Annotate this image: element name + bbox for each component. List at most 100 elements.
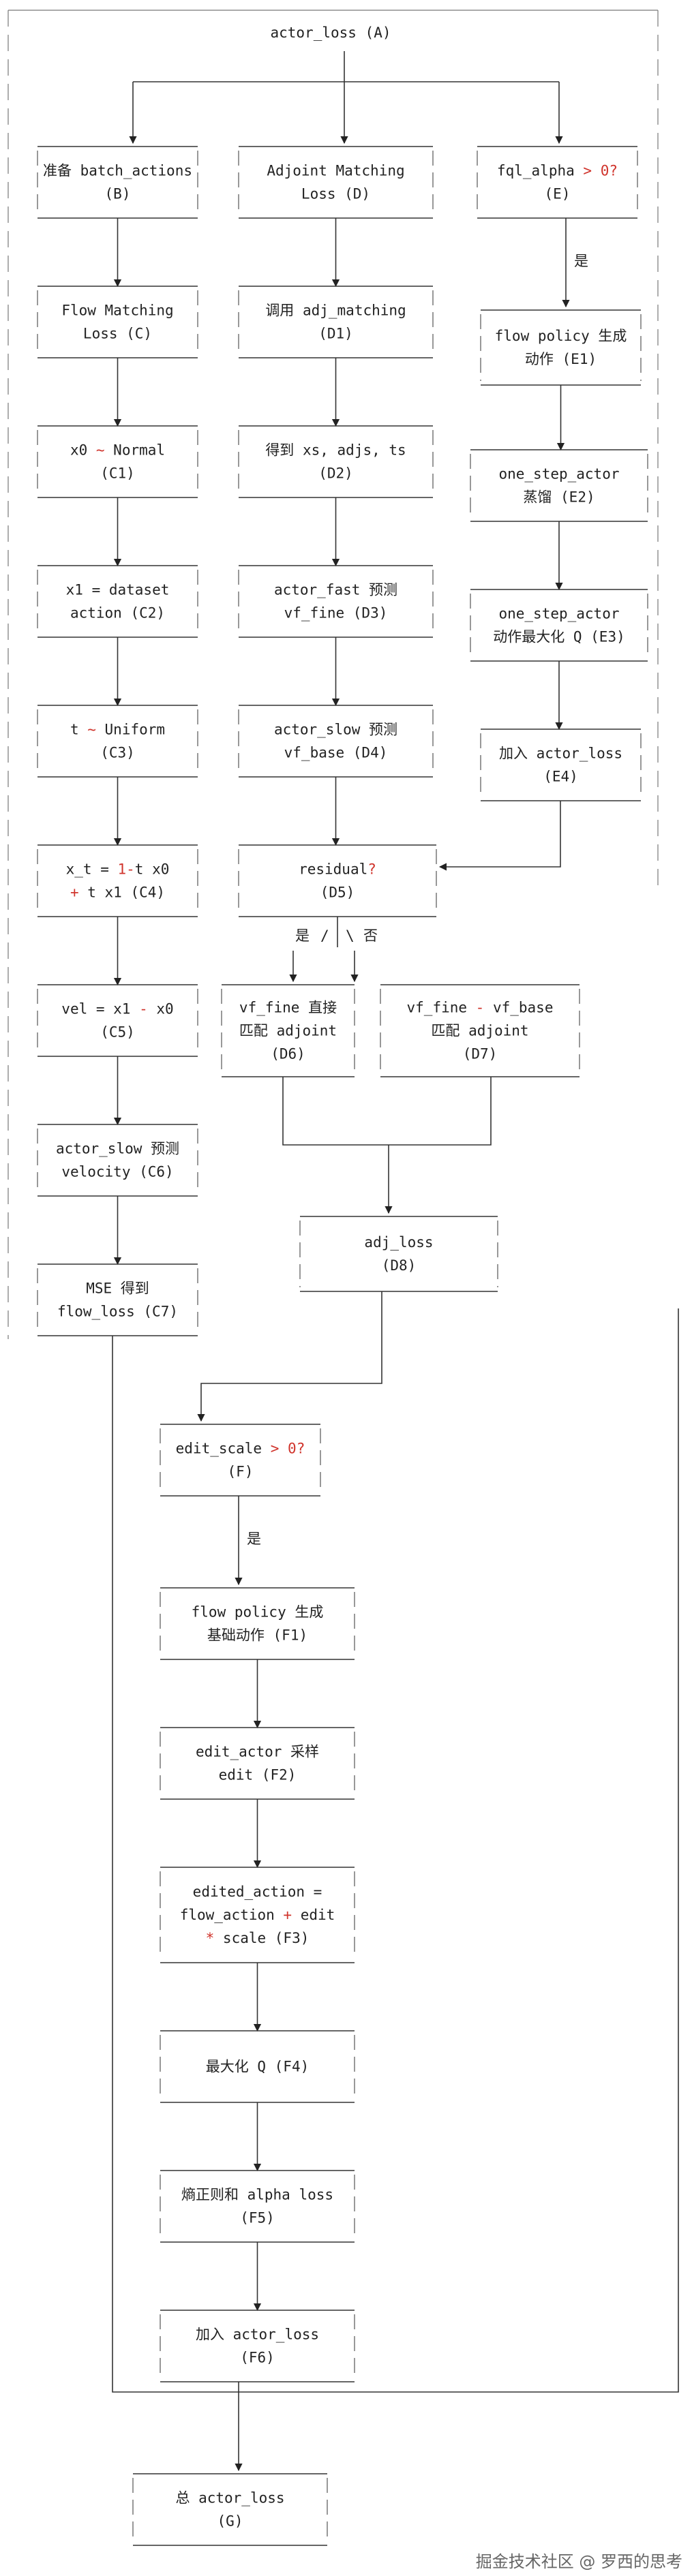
node-f5-line: (F5) xyxy=(240,2210,275,2226)
node-d6-line: 匹配 adjoint xyxy=(239,1023,337,1039)
node-e1-line: 动作 (E1) xyxy=(525,351,597,367)
node-f1-line: 基础动作 (F1) xyxy=(207,1627,307,1644)
watermark: 掘金技术社区 @ 罗西的思考 xyxy=(475,2552,682,2571)
node-c5-line: vel = x1 - x0 xyxy=(61,1001,173,1017)
node-f3-line: * scale (F3) xyxy=(206,1930,310,1946)
node-e4: 加入 actor_loss(E4) xyxy=(480,729,642,801)
label-yes-e: 是 xyxy=(574,253,588,269)
edge-e4-d5 xyxy=(438,801,561,871)
node-f: edit_scale > 0? (F) xyxy=(160,1424,321,1497)
label-d5-no: 否 xyxy=(363,927,378,944)
node-d-line: Adjoint Matching xyxy=(267,163,404,179)
node-e3-line: one_step_actor xyxy=(498,606,619,622)
node-f3: edited_action =flow_action + edit* scale… xyxy=(160,1867,355,1963)
node-c2: x1 = dataset action (C2) xyxy=(37,565,198,638)
edge-c7-merge xyxy=(112,1336,239,2393)
node-f4: 最大化 Q (F4) xyxy=(160,2030,355,2103)
node-b: 准备 batch_actions(B) xyxy=(37,146,198,219)
label-yes-f: 是 xyxy=(247,1531,261,1547)
node-f4-line: 最大化 Q (F4) xyxy=(206,2059,310,2075)
node-d8-line: adj_loss xyxy=(364,1234,433,1251)
node-e2-line: 蒸馏 (E2) xyxy=(523,489,595,506)
node-e-line: fql_alpha > 0? xyxy=(497,163,618,179)
node-d5: residual? (D5) xyxy=(238,844,437,917)
node-c7: MSE 得到 flow_loss (C7) xyxy=(37,1263,198,1336)
node-f1-line: flow policy 生成 xyxy=(192,1604,324,1621)
node-c2-line: action (C2) xyxy=(70,605,165,622)
node-e: fql_alpha > 0?(E) xyxy=(477,146,638,219)
node-c7-line: flow_loss (C7) xyxy=(57,1304,178,1320)
node-f5: 熵正则和 alpha loss (F5) xyxy=(160,2170,355,2243)
node-f6-line: 加入 actor_loss xyxy=(196,2327,319,2343)
node-c1-line: x0 ~ Normal xyxy=(70,442,165,459)
node-f-line: (F) xyxy=(228,1464,254,1480)
node-c3-line: t ~ Uniform xyxy=(70,722,165,738)
node-b-line: 准备 batch_actions xyxy=(43,163,192,179)
edge-d8-f xyxy=(197,1291,382,1422)
node-e4-line: 加入 actor_loss xyxy=(499,746,622,762)
label-d5-backslash: \ xyxy=(346,927,355,944)
node-d8: adj_loss (D8) xyxy=(299,1216,498,1292)
node-c7-line: MSE 得到 xyxy=(86,1281,149,1297)
node-d1-line: (D1) xyxy=(318,326,353,342)
node-d7-line: vf_fine - vf_base xyxy=(407,1000,554,1016)
node-c5: vel = x1 - x0 (C5) xyxy=(37,984,198,1057)
node-c2-line: x1 = dataset xyxy=(66,582,170,598)
node-c1-line: (C1) xyxy=(100,465,135,482)
node-f3-line: edited_action = xyxy=(193,1884,322,1900)
edge-right-merge xyxy=(239,1308,679,2393)
node-f6-line: (F6) xyxy=(240,2350,275,2366)
node-c3-line: (C3) xyxy=(100,745,135,761)
node-d6-line: (D6) xyxy=(271,1046,305,1062)
node-e2: one_step_actor 蒸馏 (E2) xyxy=(470,449,648,522)
node-d-line: Loss (D) xyxy=(301,186,370,202)
node-f2-line: edit (F2) xyxy=(219,1767,297,1783)
node-d5-line: (D5) xyxy=(320,885,355,901)
node-d1-line: 调用 adj_matching xyxy=(265,303,406,319)
node-d4: actor_slow 预测 vf_base (D4) xyxy=(238,705,434,778)
node-c4-line: + t x1 (C4) xyxy=(70,885,165,901)
node-f2-line: edit_actor 采样 xyxy=(196,1744,319,1760)
node-e1-line: flow policy 生成 xyxy=(495,328,627,344)
node-d2-line: 得到 xs, adjs, ts xyxy=(265,442,406,459)
node-g-line: (G) xyxy=(217,2513,243,2530)
node-f5-line: 熵正则和 alpha loss xyxy=(181,2187,333,2203)
node-f-line: edit_scale > 0? xyxy=(176,1441,305,1457)
node-d8-line: (D8) xyxy=(382,1257,417,1274)
edge-d6-d7-merge xyxy=(282,1077,492,1146)
node-d1: 调用 adj_matching (D1) xyxy=(238,286,434,358)
node-d3-line: vf_fine (D3) xyxy=(284,605,388,622)
node-d3: actor_fast 预测 vf_fine (D3) xyxy=(238,565,434,638)
node-d7-line: 匹配 adjoint xyxy=(431,1023,528,1039)
node-d2: 得到 xs, adjs, ts (D2) xyxy=(238,425,434,498)
node-c4-line: x_t = 1-t x0 xyxy=(66,861,170,878)
node-d7-line: (D7) xyxy=(463,1046,498,1062)
node-c6-line: actor_slow 预测 xyxy=(56,1141,179,1157)
node-f2: edit_actor 采样 edit (F2) xyxy=(160,1727,355,1800)
node-d2-line: (D2) xyxy=(318,465,353,482)
node-d4-line: vf_base (D4) xyxy=(284,745,388,761)
node-d3-line: actor_fast 预测 xyxy=(274,582,397,598)
node-e3-line: 动作最大化 Q (E3) xyxy=(493,629,625,645)
node-d7: vf_fine - vf_base 匹配 adjoint (D7) xyxy=(380,984,580,1077)
node-c3: t ~ Uniform (C3) xyxy=(37,705,198,778)
node-e2-line: one_step_actor xyxy=(498,466,619,482)
node-d5-line: residual? xyxy=(299,861,376,878)
node-d6-line: vf_fine 直接 xyxy=(239,1000,337,1016)
node-c5-line: (C5) xyxy=(100,1024,135,1041)
node-d4-line: actor_slow 预测 xyxy=(274,722,397,738)
label-d5-slash: / xyxy=(320,927,329,944)
node-e3: one_step_actor 动作最大化 Q (E3) xyxy=(470,589,648,662)
node-g: 总 actor_loss (G) xyxy=(132,2473,328,2546)
node-g-line: 总 actor_loss xyxy=(175,2490,284,2506)
node-c-line: Flow Matching xyxy=(61,303,173,319)
diagram-title: actor_loss (A) xyxy=(270,25,391,41)
node-c1: x0 ~ Normal (C1) xyxy=(37,425,198,498)
